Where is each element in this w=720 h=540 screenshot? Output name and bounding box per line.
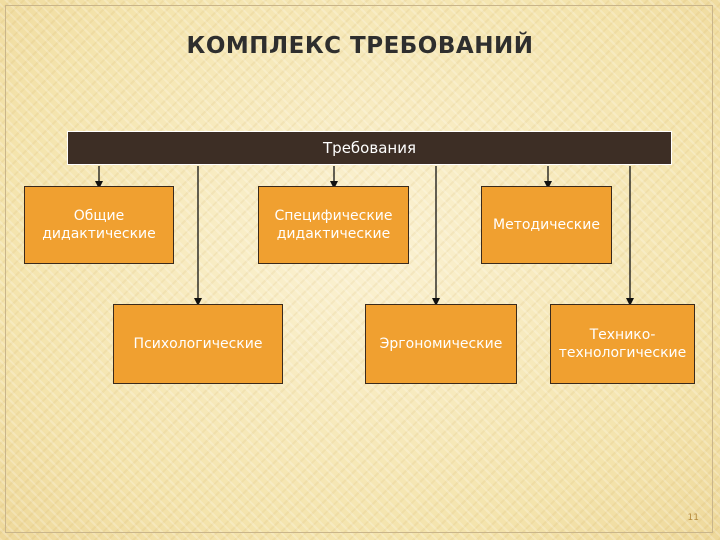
box-label: Методические: [493, 217, 600, 233]
box-label: Психологические: [133, 336, 263, 352]
box-label: Эргономические: [379, 336, 503, 352]
box-obshchie-didakticheskie: Общие дидактические: [24, 186, 174, 264]
box-metodicheskie: Методические: [481, 186, 612, 264]
box-ergonomicheskie: Эргономические: [365, 304, 517, 384]
box-psikhologicheskie: Психологические: [113, 304, 283, 384]
root-box-trebovaniya: Требования: [67, 131, 672, 165]
box-label: Технико- технологические: [558, 327, 687, 361]
box-tekhniko-tekhnologicheskie: Технико- технологические: [550, 304, 695, 384]
slide-frame: [5, 5, 713, 533]
slide-title: КОМПЛЕКС ТРЕБОВАНИЙ: [186, 33, 534, 59]
box-label: Специфические дидактические: [274, 208, 393, 242]
page-number: 11: [687, 513, 699, 523]
box-specificheskie-didakticheskie: Специфические дидактические: [258, 186, 409, 264]
box-label: Общие дидактические: [42, 208, 156, 242]
